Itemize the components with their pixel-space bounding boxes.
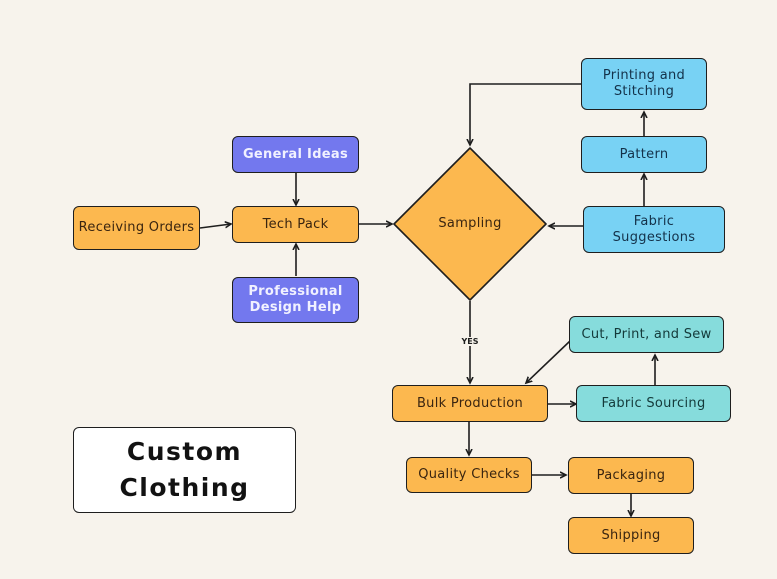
node-label: Shipping: [601, 527, 661, 543]
node-receiving-orders[interactable]: Receiving Orders: [73, 206, 200, 250]
title-line-1: Custom: [126, 437, 243, 466]
node-label: Receiving Orders: [78, 220, 195, 235]
node-label: Fabric Sourcing: [601, 395, 706, 411]
node-label: Tech Pack: [262, 216, 329, 232]
edge-label-yes: YES: [458, 337, 482, 346]
sampling-label: Sampling: [438, 216, 502, 231]
node-quality-checks[interactable]: Quality Checks: [406, 457, 532, 493]
edge-printing-to-sampling: [470, 83, 581, 145]
node-pattern[interactable]: Pattern: [581, 136, 707, 173]
edge-receiving-to-techpack: [199, 224, 231, 229]
diagram-title-box: Custom Clothing: [73, 427, 296, 513]
node-label: Cut, Print, and Sew: [581, 326, 712, 342]
node-cut-print-sew[interactable]: Cut, Print, and Sew: [569, 316, 724, 353]
node-general-ideas[interactable]: General Ideas: [232, 136, 359, 173]
node-label: Printing and Stitching: [602, 68, 686, 99]
edge-cut-to-bulk: [526, 340, 571, 383]
sampling-diamond[interactable]: [393, 147, 547, 301]
node-professional-design-help[interactable]: Professional Design Help: [232, 277, 359, 323]
node-bulk-production[interactable]: Bulk Production: [392, 385, 548, 422]
node-fabric-sourcing[interactable]: Fabric Sourcing: [576, 385, 731, 422]
node-tech-pack[interactable]: Tech Pack: [232, 206, 359, 243]
node-label: General Ideas: [242, 146, 349, 162]
node-label: Bulk Production: [416, 395, 524, 411]
node-printing-and-stitching[interactable]: Printing and Stitching: [581, 58, 707, 110]
node-fabric-suggestions[interactable]: Fabric Suggestions: [583, 206, 725, 253]
node-label: Packaging: [596, 467, 666, 483]
node-label: Fabric Suggestions: [612, 213, 696, 245]
node-shipping[interactable]: Shipping: [568, 517, 694, 554]
node-label: Pattern: [619, 146, 669, 162]
node-label: Quality Checks: [418, 467, 520, 482]
title-line-2: Clothing: [119, 473, 250, 502]
node-label: Professional Design Help: [248, 284, 343, 315]
node-packaging[interactable]: Packaging: [568, 457, 694, 494]
